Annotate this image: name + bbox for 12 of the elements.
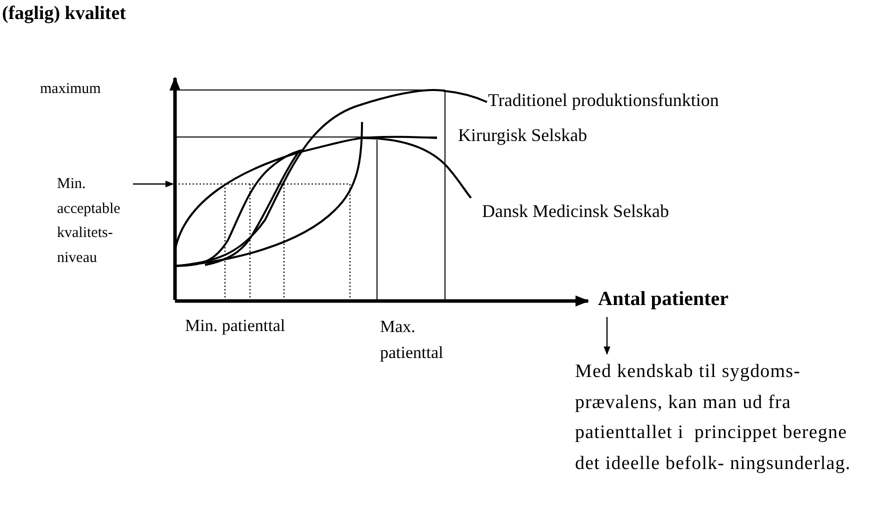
axis-note: Min. acceptable kvalitets- niveau <box>57 172 131 272</box>
note-text: Med kendskab til sygdoms- prævalens, kan man ud fra patienttallet i princippet beregne det ideelle befolk- ningsunderlag. <box>575 357 871 515</box>
curve-label: Kirurgisk Selskab <box>458 124 588 147</box>
level-label: maximum <box>40 80 101 99</box>
tick-label: Min. patienttal <box>185 315 286 337</box>
y-axis-label: (faglig) kvalitet <box>2 2 126 26</box>
curve-label: Traditionel produktionsfunktion <box>488 89 719 112</box>
tick-label: Max. patienttal <box>380 316 444 364</box>
arrow <box>133 180 174 188</box>
axis-label: Antal patienter <box>598 285 778 313</box>
arrow <box>604 317 610 355</box>
curve-label: Dansk Medicinsk Selskab <box>482 200 669 223</box>
